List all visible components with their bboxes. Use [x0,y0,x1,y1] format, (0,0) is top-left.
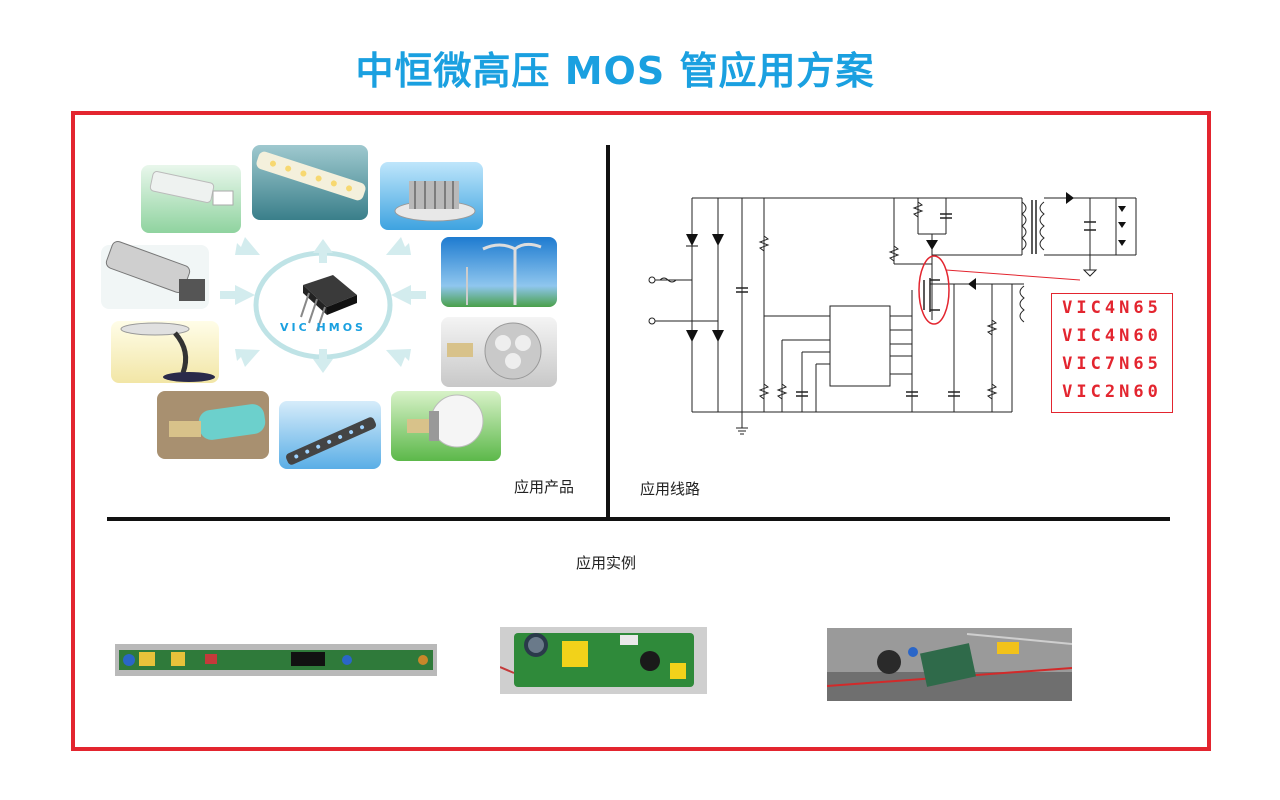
mos-model-list: VIC4N65 VIC4N60 VIC7N65 VIC2N60 [1051,293,1173,413]
products-caption: 应用产品 [514,478,575,496]
spotlight-icon [441,317,557,387]
chip-label: VIC HMOS [280,321,366,334]
bulb-icon [391,391,501,461]
mos-model-item: VIC2N60 [1062,382,1162,402]
examples-caption: 应用实例 [576,554,637,572]
wall-washer-icon [279,401,381,469]
downlight-icon [380,162,483,230]
horizontal-divider [107,517,1170,521]
desk-lamp-icon [111,321,219,383]
content-frame [71,111,1211,751]
led-tube-icon [252,145,368,220]
corn-lamp-icon [157,391,269,459]
mosfet-symbol [923,278,940,312]
mos-model-item: VIC4N60 [1062,326,1162,346]
circuit-diagram [648,192,1137,435]
tube-driver-board-icon [115,644,437,676]
circuit-caption: 应用线路 [640,480,701,498]
explosion-proof-lamp-icon [101,241,209,309]
installed-driver-board-icon [827,628,1072,701]
bulb-driver-board-icon [500,627,707,694]
street-light-icon [441,237,557,307]
mos-model-item: VIC7N65 [1062,354,1162,374]
mos-chip-icon [300,275,357,332]
pl-lamp-icon [141,165,241,233]
page-title: 中恒微高压 MOS 管应用方案 [355,49,875,93]
vertical-divider [606,145,610,520]
products-collage: VIC HMOS [101,145,557,469]
mos-model-item: VIC4N65 [1062,298,1162,318]
